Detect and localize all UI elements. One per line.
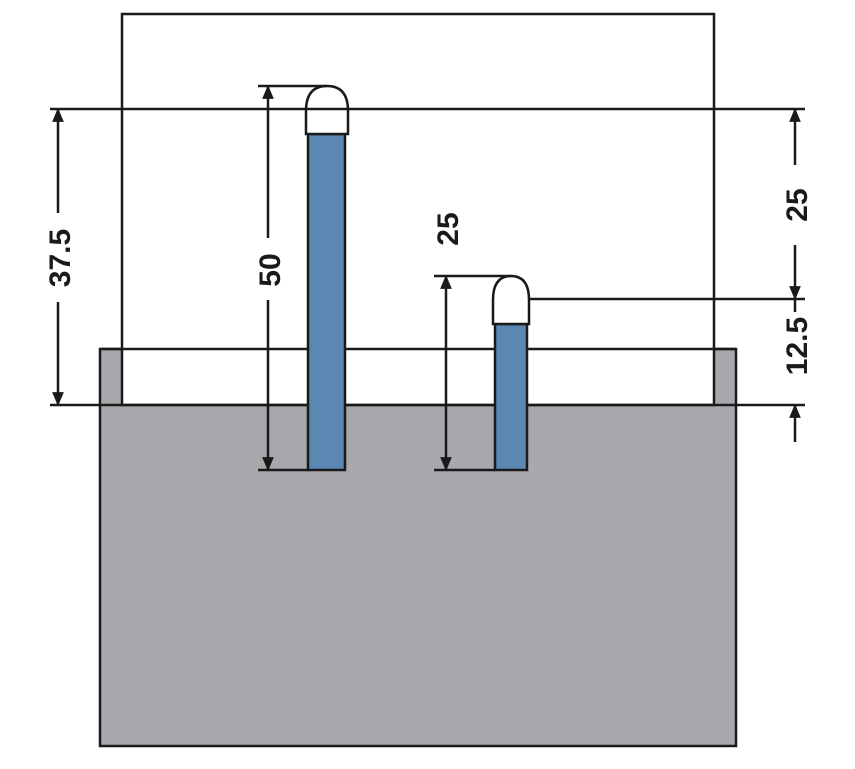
- short-tube: [491, 274, 531, 472]
- short-tube-cap: [491, 274, 531, 326]
- dim-short-tube: 25: [432, 212, 465, 472]
- dim-tall-tube-label: 50: [254, 253, 287, 286]
- upper-frame: [120, 12, 716, 407]
- dim-left-total-label: 37.5: [44, 229, 77, 287]
- dim-right-upper: 25: [781, 107, 814, 301]
- dim-right-lower: 12.5: [781, 299, 814, 442]
- tall-tube: [304, 84, 350, 472]
- dim-short-tube-label: 25: [432, 212, 465, 245]
- short-tube-body: [493, 322, 529, 472]
- dim-tall-tube: 50: [254, 84, 287, 472]
- base-block: [98, 347, 738, 748]
- dim-right-lower-label: 12.5: [781, 317, 814, 375]
- dim-left-total: 37.5: [44, 107, 77, 407]
- tall-tube-body: [306, 132, 347, 472]
- dim-right-upper-label: 25: [781, 188, 814, 221]
